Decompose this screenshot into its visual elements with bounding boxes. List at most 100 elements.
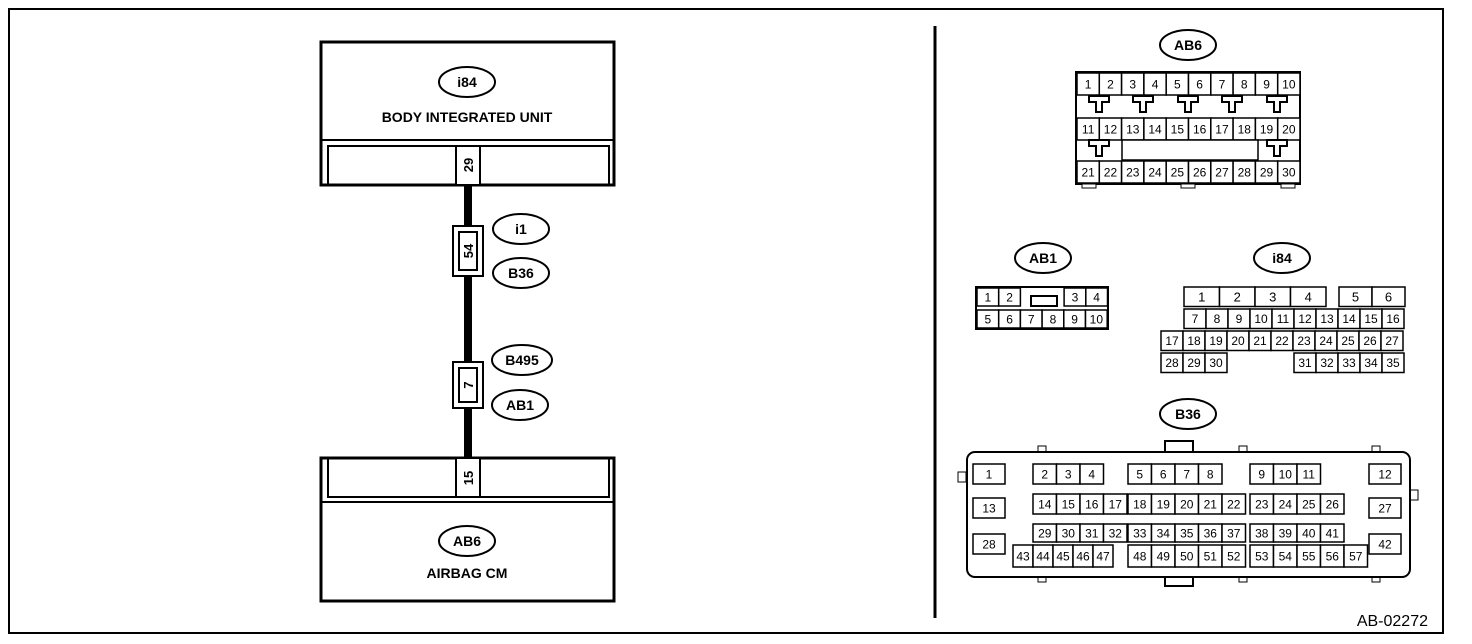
pin-cell: 30	[1276, 160, 1301, 184]
pin-cell: 2	[1032, 463, 1058, 485]
pin-cell: 7	[1174, 463, 1200, 485]
pin-number: 29	[1038, 526, 1052, 540]
pin-number: 38	[1255, 526, 1269, 540]
pin-number: 29	[1187, 356, 1201, 370]
pin-number: 7	[1183, 467, 1190, 481]
pin-cell: 26	[1319, 493, 1345, 515]
pin-cell: 8	[1041, 309, 1065, 329]
pin-number: 24	[1319, 334, 1333, 348]
pin-cell: 22	[1270, 330, 1294, 352]
pin-number: 30	[1209, 356, 1223, 370]
pin-number: 5	[1352, 289, 1359, 304]
pin-number: 24	[1279, 497, 1293, 511]
pin-number: 53	[1255, 549, 1269, 563]
pin-cell: 28	[972, 533, 1006, 555]
pin-number: 21	[1204, 497, 1218, 511]
pin-cell: 17	[1210, 117, 1234, 141]
pin-cell: 19	[1254, 117, 1279, 141]
pin-cavity	[1092, 544, 1114, 568]
pin-number: 14	[1038, 497, 1052, 511]
pin-number: 46	[1076, 549, 1090, 563]
airbag-control-module: 15 AB6 AIRBAG CM	[319, 456, 616, 603]
pin-cavity	[1381, 352, 1405, 374]
pin-number: 2	[1041, 467, 1048, 481]
pin-number: 3	[1072, 290, 1079, 304]
pin-cell: 14	[1143, 117, 1167, 141]
pin-number: 2	[1234, 289, 1241, 304]
pin-cell: 9	[1227, 308, 1251, 330]
pin-cell: 44	[1032, 544, 1054, 568]
pin-cell: 51	[1197, 544, 1223, 568]
pin-cell: 5	[1127, 463, 1153, 485]
pin-number: 3	[1065, 467, 1072, 481]
pin-number: 54	[1279, 549, 1293, 563]
pin-cell: 6	[1150, 463, 1176, 485]
pin-number: 36	[1204, 526, 1218, 540]
pin-number: 6	[1385, 289, 1392, 304]
housing-tab	[1081, 183, 1097, 189]
pin-cell: 14	[1337, 308, 1361, 330]
pin-cavity	[1079, 463, 1105, 485]
pin-number: 23	[1255, 497, 1269, 511]
junction-pin: 54	[461, 243, 476, 258]
pin-cell: 34	[1150, 523, 1176, 543]
pin-number: 5	[1136, 467, 1143, 481]
pin-cavity	[1204, 352, 1228, 374]
pin-number: 16	[1085, 497, 1099, 511]
pin-number: 9	[1071, 312, 1078, 326]
pin-cell: 37	[1221, 523, 1247, 543]
pin-cavity	[1380, 330, 1404, 352]
key-shape	[1266, 139, 1288, 157]
pin-number: 1	[985, 290, 992, 304]
pin-cell: 48	[1127, 544, 1153, 568]
pin-number: 52	[1227, 549, 1241, 563]
pin-cell: 7	[1019, 309, 1043, 329]
pin-number: 17	[1215, 122, 1229, 136]
pin-number: 20	[1180, 497, 1194, 511]
pin-cavity	[1084, 309, 1108, 329]
pin-cell: 4	[1289, 286, 1327, 308]
pin-cavity	[1102, 493, 1128, 515]
pin-cell: 18	[1232, 117, 1257, 141]
junction-label: AB1	[506, 397, 534, 413]
pin-cell: 23	[1292, 330, 1316, 352]
figure-frame	[8, 8, 1444, 634]
pin-number: 25	[1171, 165, 1185, 179]
pin-number: 22	[1275, 334, 1289, 348]
junction-label: i1	[515, 221, 527, 237]
pin-cell: 15	[1359, 308, 1383, 330]
pin-number: 4	[1093, 290, 1100, 304]
pin-number: 8	[1050, 312, 1057, 326]
pin-number: 10	[1090, 312, 1104, 326]
housing-tab	[1409, 489, 1419, 501]
pin-cell: 6	[997, 309, 1022, 329]
pin-cavity	[1343, 544, 1369, 568]
pin-cell: 20	[1226, 330, 1250, 352]
key-shape	[1177, 95, 1199, 113]
pin-number: 30	[1062, 526, 1076, 540]
pin-number: 14	[1342, 312, 1356, 326]
connector-label-oval	[1159, 398, 1217, 430]
pin-number: 10	[1282, 77, 1296, 91]
pin-number: 31	[1085, 526, 1099, 540]
pin-number: 33	[1342, 356, 1356, 370]
pin-number: 26	[1326, 497, 1340, 511]
pin-cavity	[972, 497, 1006, 519]
pin-number: 1	[986, 467, 993, 481]
pin-cell: 24	[1272, 493, 1298, 515]
pin-number: 21	[1253, 334, 1267, 348]
pin-cell: 13	[1315, 308, 1339, 330]
terminal-key	[1266, 139, 1288, 157]
pin-number: 32	[1320, 356, 1334, 370]
junction-inner	[458, 231, 478, 271]
pin-number: 17	[1165, 334, 1179, 348]
pin-cell: 18	[1127, 493, 1153, 515]
pin-cavity	[1319, 523, 1345, 543]
pin-number: 39	[1279, 526, 1293, 540]
pin-number: 14	[1148, 122, 1162, 136]
